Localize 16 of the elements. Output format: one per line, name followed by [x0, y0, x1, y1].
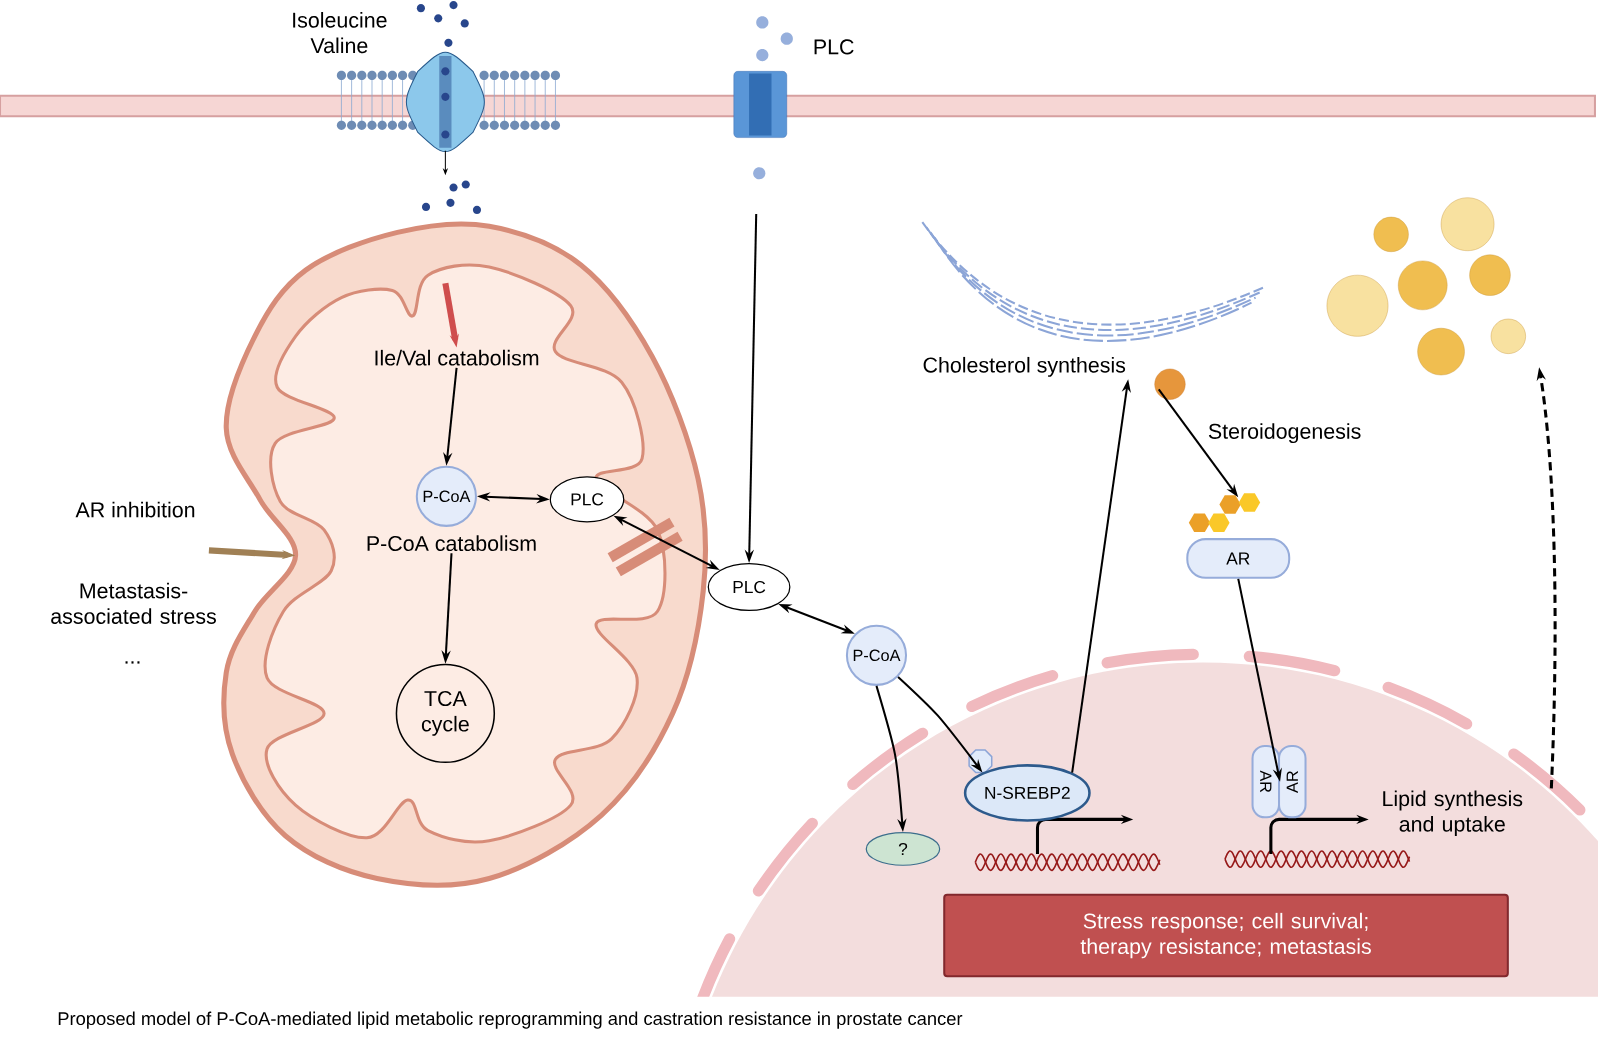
text-label: Isoleucine Valine [293, 12, 387, 54]
lipid-droplets-drawing [1326, 197, 1526, 376]
edge-label: Steroidogenesis [1208, 423, 1361, 444]
receptor-box: AR [1186, 538, 1291, 579]
text-label: AR inhibition [75, 501, 195, 518]
text-label: Cholesterol synthesis [923, 357, 1126, 377]
text-label: ... [125, 661, 140, 664]
caption: Proposed model of P-CoA-mediated lipid metabolic reprogramming and castration resistance in prostate cancer [58, 1011, 963, 1029]
mitochondrion-drawing [221, 221, 709, 888]
text-label: PLC [814, 39, 854, 55]
text-label: P-CoA catabolism [367, 535, 536, 552]
receptor-capsule: AR [1278, 745, 1307, 819]
outcome-box: Stress response; cell survival; therapy resistance; metastasis [943, 893, 1509, 978]
text-label: Metastasis-associated stress [51, 582, 216, 625]
text-label: Ile/Val catabolism [375, 350, 539, 366]
text-label: Lipid synthesis and uptake [1383, 790, 1523, 837]
